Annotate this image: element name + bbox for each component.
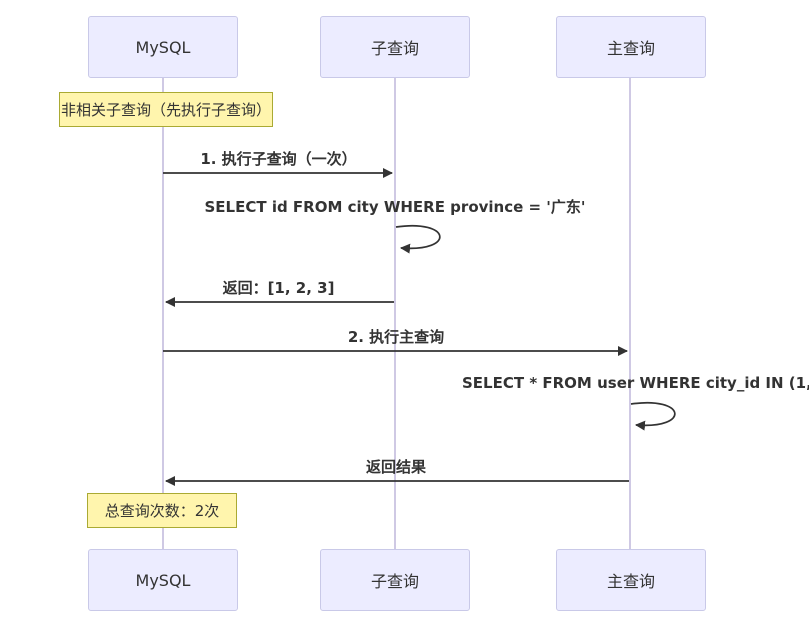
note-uncorrelated-subquery: 非相关子查询（先执行子查询） — [59, 92, 273, 127]
actor-box-mainquery-bottom: 主查询 — [556, 549, 706, 611]
actor-box-subquery-bottom: 子查询 — [320, 549, 470, 611]
lifeline-subquery — [394, 78, 396, 549]
actor-label: MySQL — [135, 570, 191, 590]
message-6-label: 返回结果 — [365, 458, 426, 476]
message-2-label: SELECT id FROM city WHERE province = '广东… — [204, 198, 586, 216]
message-5-self-loop-arrow — [630, 401, 676, 431]
actor-label: 子查询 — [370, 572, 419, 591]
message-5-label: SELECT * FROM user WHERE city_id IN (1, … — [462, 374, 809, 392]
actor-label: 主查询 — [606, 572, 655, 591]
actor-label: 子查询 — [370, 39, 419, 58]
actor-box-mysql-top: MySQL — [88, 16, 238, 78]
message-3-label: 返回：[1, 2, 3] — [222, 279, 335, 297]
actor-label: 主查询 — [606, 39, 655, 58]
message-1-label: 1. 执行子查询（一次） — [200, 150, 357, 168]
actor-label: MySQL — [135, 37, 191, 57]
note-text: 总查询次数：2次 — [104, 502, 220, 520]
actor-box-subquery-top: 子查询 — [320, 16, 470, 78]
message-4-label: 2. 执行主查询 — [347, 328, 445, 346]
lifeline-mysql — [162, 78, 164, 549]
note-text: 非相关子查询（先执行子查询） — [60, 101, 271, 119]
note-total-query-count: 总查询次数：2次 — [87, 493, 237, 528]
message-2-self-loop-arrow — [395, 224, 441, 254]
actor-box-mysql-bottom: MySQL — [88, 549, 238, 611]
actor-box-mainquery-top: 主查询 — [556, 16, 706, 78]
lifeline-mainquery — [629, 78, 631, 549]
